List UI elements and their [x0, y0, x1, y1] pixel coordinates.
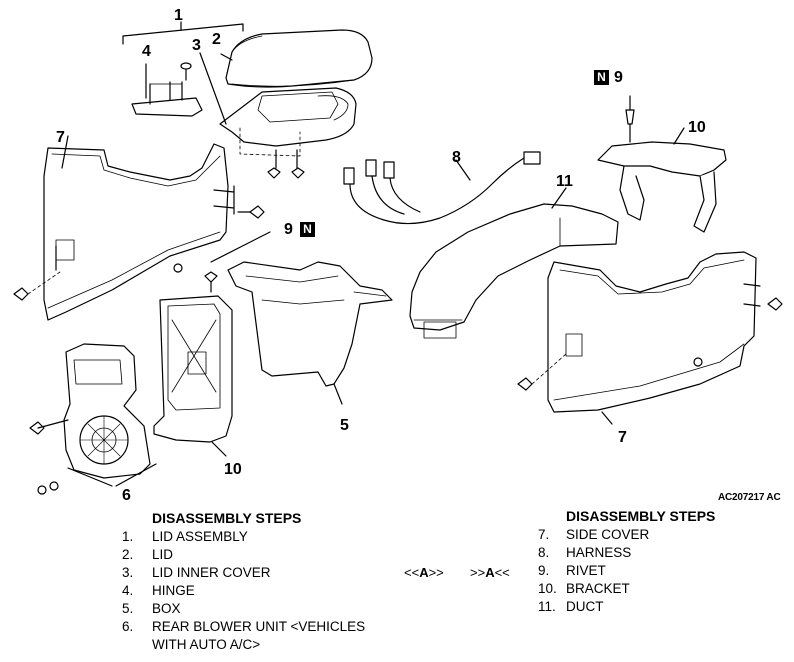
callout-11: 11 — [556, 173, 573, 190]
installation-service-point-ref: >>A<< — [470, 565, 510, 580]
callout-9-left: 9 — [284, 221, 293, 238]
n-badge-right: N — [594, 70, 609, 85]
n-badge-left: N — [300, 222, 315, 237]
left-steps-title: DISASSEMBLY STEPS — [152, 510, 302, 526]
duct-part — [409, 187, 619, 339]
list-item: 3.LID INNER COVER — [122, 565, 271, 580]
lid-inner-cover-part — [199, 52, 357, 179]
rivet-left-part — [204, 231, 271, 293]
callout-5: 5 — [340, 417, 349, 434]
callout-10-upper: 10 — [688, 119, 706, 136]
callout-6: 6 — [122, 487, 131, 504]
callout-3: 3 — [192, 37, 201, 54]
callout-1: 1 — [174, 7, 183, 24]
lid-assembly-leader — [122, 21, 244, 45]
side-cover-right-part — [517, 251, 783, 425]
removal-service-point-ref: <<A>> — [404, 565, 444, 580]
list-item: 4.HINGE — [122, 583, 195, 598]
bracket-lower-part — [153, 295, 233, 457]
callout-2: 2 — [212, 31, 221, 48]
callout-9-right: 9 — [614, 69, 623, 86]
list-item: 8.HARNESS — [538, 545, 632, 560]
figure-reference: AC207217 AC — [718, 492, 781, 503]
callout-7-left: 7 — [56, 129, 65, 146]
list-item: 11.DUCT — [538, 599, 604, 614]
list-item: 7.SIDE COVER — [538, 527, 650, 542]
lid-part — [220, 29, 373, 88]
list-item: WITH AUTO A/C> — [152, 637, 261, 652]
bracket-upper-part — [597, 95, 727, 233]
callout-4: 4 — [142, 43, 151, 60]
box-part — [227, 261, 393, 405]
list-item: 6.REAR BLOWER UNIT <VEHICLES — [122, 619, 366, 634]
harness-part — [343, 151, 541, 225]
list-item: 10.BRACKET — [538, 581, 630, 596]
right-steps-title: DISASSEMBLY STEPS — [566, 508, 716, 524]
list-item: 1.LID ASSEMBLY — [122, 529, 248, 544]
callout-7-right: 7 — [618, 429, 627, 446]
side-cover-left-part — [13, 135, 265, 321]
list-item: 9.RIVET — [538, 563, 606, 578]
list-item: 2.LID — [122, 547, 174, 562]
list-item: 5.BOX — [122, 601, 181, 616]
rear-blower-unit-part — [29, 343, 157, 495]
hinge-part — [131, 62, 203, 117]
callout-10-lower: 10 — [224, 461, 242, 478]
callout-8: 8 — [452, 149, 461, 166]
